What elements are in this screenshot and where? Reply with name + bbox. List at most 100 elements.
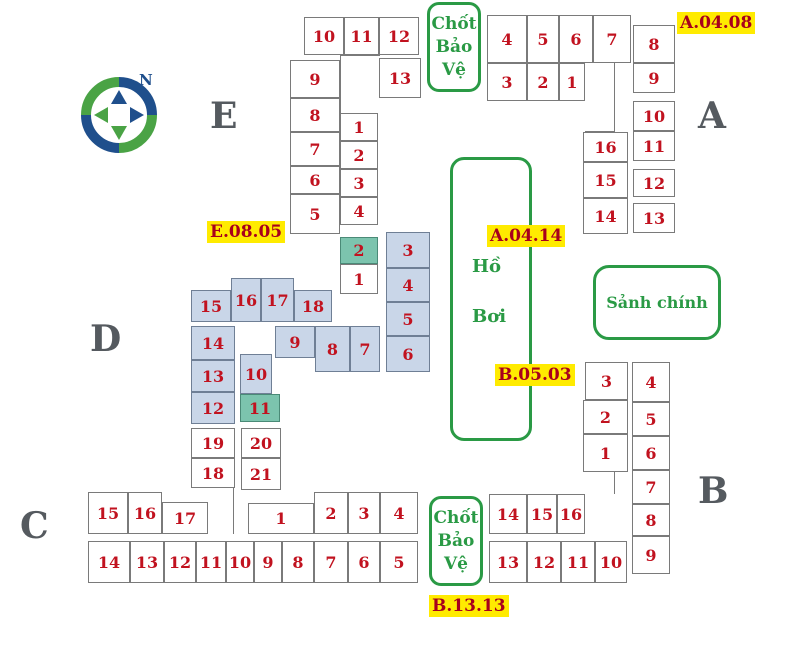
- unit[interactable]: 6: [348, 541, 380, 583]
- pool-label: Bơi: [472, 306, 507, 327]
- unit[interactable]: 7: [350, 326, 380, 372]
- guard-text: Chốt: [431, 13, 477, 34]
- unit[interactable]: 13: [379, 58, 421, 98]
- guard-post-south: Chốt Bảo Vệ: [429, 496, 483, 586]
- unit[interactable]: 8: [315, 326, 350, 372]
- unit[interactable]: 2: [340, 237, 378, 264]
- unit[interactable]: 8: [282, 541, 314, 583]
- zone-label-c: C: [20, 505, 49, 547]
- unit[interactable]: 13: [489, 541, 527, 583]
- swimming-pool: [450, 157, 532, 441]
- unit[interactable]: 16: [583, 132, 628, 162]
- unit[interactable]: 15: [191, 290, 231, 322]
- unit[interactable]: 5: [380, 541, 418, 583]
- unit[interactable]: 10: [226, 541, 254, 583]
- unit[interactable]: 8: [632, 504, 670, 536]
- unit[interactable]: 16: [231, 278, 261, 322]
- unit[interactable]: 10: [595, 541, 627, 583]
- corridor: [585, 472, 615, 494]
- unit[interactable]: 2: [527, 63, 559, 101]
- unit[interactable]: 8: [290, 98, 340, 132]
- unit-code-tag: B.05.03: [495, 364, 575, 386]
- unit[interactable]: 9: [633, 63, 675, 93]
- unit[interactable]: 5: [290, 194, 340, 234]
- unit[interactable]: 12: [191, 392, 235, 424]
- unit[interactable]: 17: [261, 278, 294, 322]
- unit[interactable]: 4: [340, 197, 378, 225]
- unit[interactable]: 13: [130, 541, 164, 583]
- compass-icon: [74, 70, 164, 160]
- unit[interactable]: 5: [386, 302, 430, 336]
- unit[interactable]: 6: [559, 15, 593, 63]
- unit[interactable]: 1: [340, 264, 378, 294]
- unit[interactable]: 9: [275, 326, 315, 358]
- unit[interactable]: 7: [314, 541, 348, 583]
- unit[interactable]: 14: [191, 326, 235, 360]
- unit[interactable]: 4: [386, 268, 430, 302]
- unit[interactable]: 21: [241, 458, 281, 490]
- unit[interactable]: 3: [585, 362, 628, 400]
- unit[interactable]: 1: [340, 113, 378, 141]
- unit[interactable]: 6: [290, 166, 340, 194]
- zone-label-e: E: [210, 95, 238, 137]
- unit[interactable]: 15: [527, 494, 557, 534]
- unit[interactable]: 12: [164, 541, 196, 583]
- unit[interactable]: 11: [240, 394, 280, 422]
- unit[interactable]: 15: [88, 492, 128, 534]
- unit[interactable]: 12: [633, 169, 675, 197]
- unit[interactable]: 7: [593, 15, 631, 63]
- unit[interactable]: 9: [290, 60, 340, 98]
- zone-label-b: B: [698, 470, 729, 512]
- unit[interactable]: 10: [304, 17, 344, 55]
- unit[interactable]: 11: [561, 541, 595, 583]
- unit[interactable]: 1: [248, 503, 314, 534]
- unit[interactable]: 9: [632, 536, 670, 574]
- unit[interactable]: 18: [294, 290, 332, 322]
- unit[interactable]: 7: [290, 132, 340, 166]
- zone-label-d: D: [90, 318, 122, 360]
- unit[interactable]: 1: [559, 63, 585, 101]
- corridor: [340, 55, 380, 113]
- unit[interactable]: 12: [379, 17, 419, 55]
- unit[interactable]: 13: [633, 203, 675, 233]
- unit[interactable]: 4: [380, 492, 418, 534]
- unit[interactable]: 2: [583, 400, 628, 434]
- main-lobby: Sảnh chính: [593, 265, 721, 340]
- unit[interactable]: 11: [344, 17, 379, 55]
- unit[interactable]: 13: [191, 360, 235, 392]
- unit[interactable]: 4: [632, 362, 670, 402]
- unit[interactable]: 10: [633, 101, 675, 131]
- unit[interactable]: 8: [633, 25, 675, 63]
- unit-code-tag: A.04.14: [487, 225, 566, 247]
- unit[interactable]: 14: [489, 494, 527, 534]
- unit[interactable]: 3: [487, 63, 527, 101]
- unit[interactable]: 2: [314, 492, 348, 534]
- unit[interactable]: 3: [386, 232, 430, 268]
- unit[interactable]: 5: [632, 402, 670, 436]
- unit[interactable]: 2: [340, 141, 378, 169]
- unit[interactable]: 10: [240, 354, 272, 394]
- corridor: [585, 63, 615, 132]
- unit[interactable]: 19: [191, 428, 235, 458]
- unit[interactable]: 14: [88, 541, 130, 583]
- unit[interactable]: 4: [487, 15, 527, 63]
- unit[interactable]: 14: [583, 198, 628, 234]
- unit[interactable]: 16: [557, 494, 585, 534]
- unit[interactable]: 7: [632, 470, 670, 504]
- unit[interactable]: 17: [162, 502, 208, 534]
- unit[interactable]: 11: [633, 131, 675, 161]
- unit[interactable]: 11: [196, 541, 226, 583]
- unit[interactable]: 3: [340, 169, 378, 197]
- unit[interactable]: 9: [254, 541, 282, 583]
- unit[interactable]: 20: [241, 428, 281, 458]
- unit[interactable]: 15: [583, 162, 628, 198]
- unit[interactable]: 18: [191, 458, 235, 488]
- unit[interactable]: 5: [527, 15, 559, 63]
- unit[interactable]: 3: [348, 492, 380, 534]
- unit[interactable]: 6: [632, 436, 670, 470]
- unit[interactable]: 16: [128, 492, 162, 534]
- unit[interactable]: 12: [527, 541, 561, 583]
- unit[interactable]: 6: [386, 336, 430, 372]
- unit[interactable]: 1: [583, 434, 628, 472]
- guard-text: Vệ: [443, 553, 468, 574]
